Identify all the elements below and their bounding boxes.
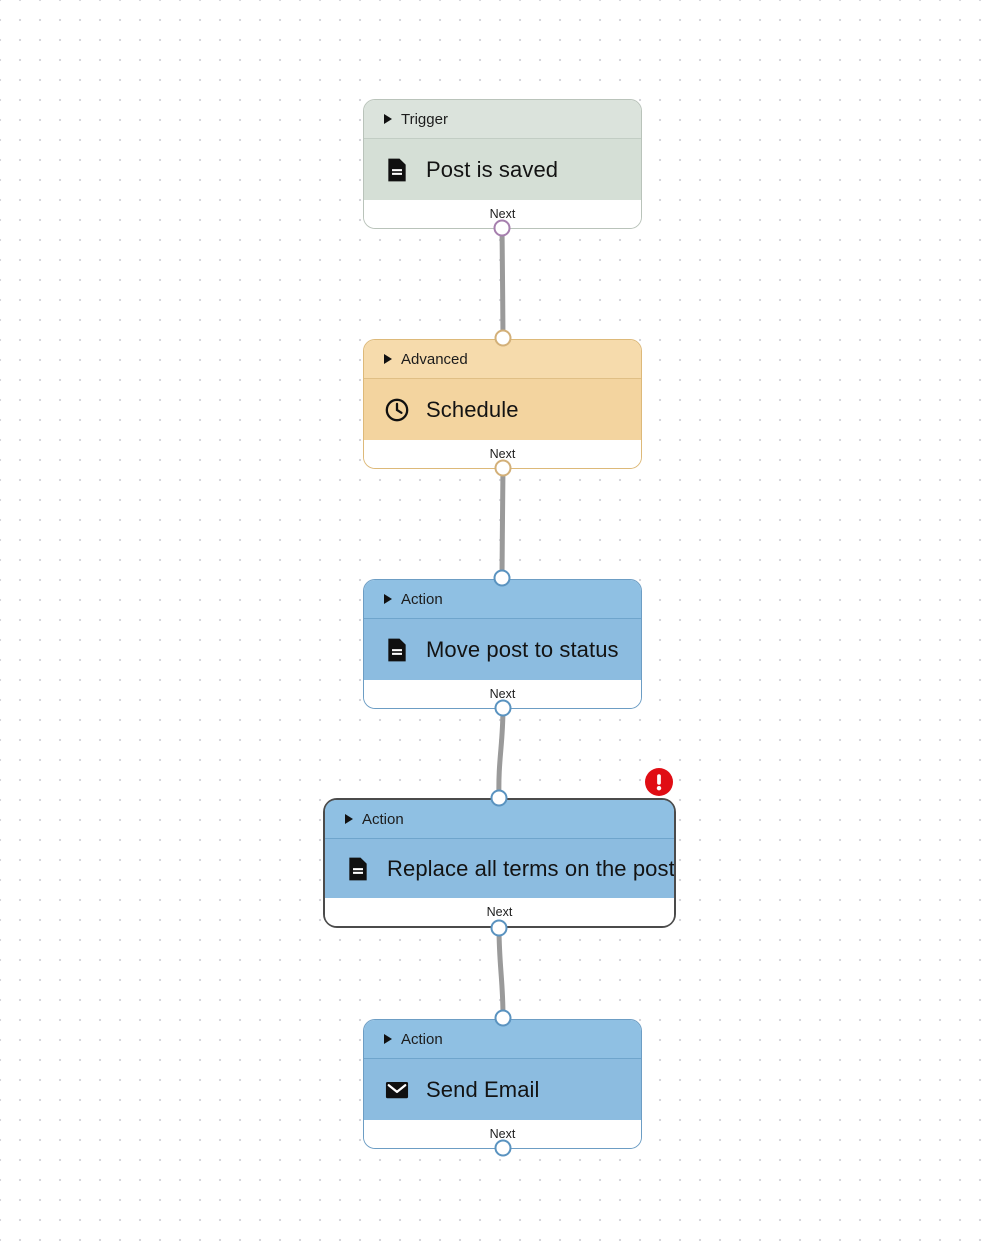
port-output-action-replace-all-terms[interactable] — [490, 919, 508, 937]
envelope-icon — [384, 1077, 410, 1103]
node-title: Move post to status — [426, 636, 619, 662]
node-body-advanced[interactable]: Schedule — [364, 378, 641, 440]
workflow-node-action-move-post-to-status[interactable]: Action Move post to status Next — [363, 579, 642, 709]
node-kind-label: Advanced — [401, 350, 468, 368]
node-header-trigger[interactable]: Trigger — [364, 100, 641, 138]
next-label: Next — [489, 447, 516, 461]
node-kind-label: Action — [401, 590, 443, 608]
node-title: Post is saved — [426, 156, 559, 182]
exclamation-icon — [656, 774, 662, 791]
document-icon — [384, 637, 410, 663]
next-label: Next — [489, 207, 516, 221]
port-output-trigger-post-is-saved[interactable] — [493, 219, 511, 237]
next-label: Next — [489, 1127, 516, 1141]
node-kind-label: Action — [401, 1030, 443, 1048]
node-title: Replace all terms on the post — [387, 855, 674, 881]
port-output-action-move-post-to-status[interactable] — [494, 699, 512, 717]
port-output-advanced-schedule[interactable] — [494, 459, 512, 477]
clock-icon — [384, 397, 410, 423]
port-input-action-move-post-to-status[interactable] — [493, 569, 511, 587]
edge-trigger-to-advanced — [499, 224, 506, 340]
workflow-node-trigger-post-is-saved[interactable]: Trigger Post is saved Next — [363, 99, 642, 229]
chevron-right-icon[interactable] — [384, 114, 392, 124]
chevron-right-icon[interactable] — [384, 354, 392, 364]
edge-advanced-to-move-post — [499, 464, 506, 580]
document-icon — [345, 856, 371, 882]
node-body-action[interactable]: Move post to status — [364, 618, 641, 680]
workflow-node-action-send-email[interactable]: Action Send Email Next — [363, 1019, 642, 1149]
node-title: Send Email — [426, 1076, 540, 1102]
node-body-trigger[interactable]: Post is saved — [364, 138, 641, 200]
node-title: Schedule — [426, 396, 519, 422]
chevron-right-icon[interactable] — [384, 1034, 392, 1044]
node-error-badge[interactable] — [645, 768, 673, 796]
workflow-node-advanced-schedule[interactable]: Advanced Schedule Next — [363, 339, 642, 469]
chevron-right-icon[interactable] — [345, 814, 353, 824]
chevron-right-icon[interactable] — [384, 594, 392, 604]
next-label: Next — [486, 905, 513, 919]
port-input-action-send-email[interactable] — [494, 1009, 512, 1027]
edge-replace-terms-to-send-email — [496, 924, 506, 1020]
edge-move-post-to-replace-terms — [496, 704, 506, 800]
node-body-action[interactable]: Replace all terms on the post — [325, 838, 674, 898]
workflow-node-action-replace-all-terms-on-the-post[interactable]: Action Replace all terms on the post Nex… — [323, 798, 676, 928]
next-label: Next — [489, 687, 516, 701]
node-body-action[interactable]: Send Email — [364, 1058, 641, 1120]
port-input-action-replace-all-terms[interactable] — [490, 789, 508, 807]
port-output-action-send-email[interactable] — [494, 1139, 512, 1157]
port-input-advanced-schedule[interactable] — [494, 329, 512, 347]
node-kind-label: Action — [362, 810, 404, 828]
node-kind-label: Trigger — [401, 110, 448, 128]
document-icon — [384, 157, 410, 183]
